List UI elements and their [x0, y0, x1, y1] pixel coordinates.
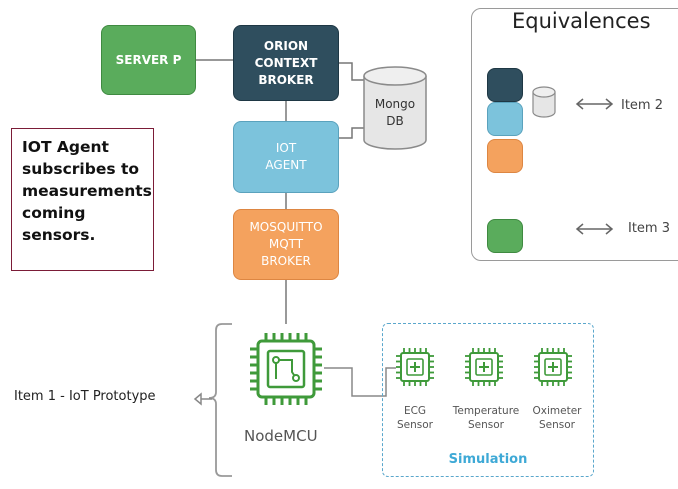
orion-context-broker-node: ORION CONTEXT BROKER [233, 25, 339, 101]
sensor-label-line: Temperature [452, 405, 520, 417]
sensor-label-line: Sensor [397, 419, 433, 431]
oximeter-sensor-label: Oximeter Sensor [528, 404, 586, 432]
simulation-group [382, 323, 594, 477]
note-line: subscribes to [22, 160, 140, 178]
simulation-title: Simulation [448, 452, 528, 467]
iot-agent-node: IOT AGENT [233, 121, 339, 193]
node-label: MQTT [268, 237, 304, 251]
link-orion-mongo [339, 62, 364, 81]
sensor-label-line: Sensor [539, 419, 575, 431]
temperature-sensor-label: Temperature Sensor [448, 404, 524, 432]
mosquitto-broker-node: MOSQUITTO MQTT BROKER [233, 209, 339, 280]
legend-swatch-dark [487, 68, 523, 102]
legend-panel [471, 8, 678, 261]
sensor-label-line: ECG [403, 405, 427, 417]
node-label: BROKER [258, 72, 314, 87]
node-label: SERVER P [115, 52, 182, 67]
node-label: CONTEXT [254, 55, 318, 70]
legend-swatch-light-blue [487, 102, 523, 136]
node-label: ORION [263, 38, 309, 53]
sensor-label-line: Sensor [468, 419, 504, 431]
nodemcu-label: NodeMCU [244, 427, 318, 445]
link-nodemcu-ecg [324, 367, 396, 397]
sensor-chip-icon [465, 348, 503, 386]
legend-title: Equivalences [512, 9, 651, 33]
legend-swatch-orange [487, 139, 523, 173]
server-p-node: SERVER P [101, 25, 196, 95]
note-line: IOT Agent [22, 138, 109, 156]
nodemcu-chip-icon [250, 333, 322, 405]
node-label: IOT [275, 141, 297, 155]
brace-icon [208, 323, 232, 477]
legend-item-2: Item 2 [621, 98, 663, 113]
item1-label: Item 1 - IoT Prototype [14, 389, 156, 404]
node-label: MOSQUITTO [249, 220, 323, 234]
link-iot-mongo [339, 127, 364, 139]
item1-arrow-icon [193, 392, 212, 406]
node-label: AGENT [265, 158, 307, 172]
mongo-db-label: Mongo DB [362, 96, 428, 130]
ecg-sensor-label: ECG Sensor [392, 404, 438, 432]
sensor-label-line: Oximeter [532, 405, 582, 417]
note-line: sensors. [22, 226, 96, 244]
node-label: Mongo [374, 97, 416, 111]
legend-db-cylinder [532, 86, 556, 118]
node-label: DB [386, 114, 404, 128]
sensor-chip-icon [396, 348, 434, 386]
iot-agent-note: IOT Agent subscribes to measurements com… [11, 128, 154, 271]
double-arrow-icon [575, 98, 614, 110]
double-arrow-icon [575, 223, 614, 235]
legend-swatch-green [487, 219, 523, 253]
sensor-chip-icon [534, 348, 572, 386]
note-line: coming [22, 204, 86, 222]
node-label: BROKER [261, 254, 311, 268]
legend-item-3: Item 3 [628, 221, 670, 236]
note-line: measurements [22, 182, 152, 200]
mongo-db-cylinder [363, 66, 427, 150]
